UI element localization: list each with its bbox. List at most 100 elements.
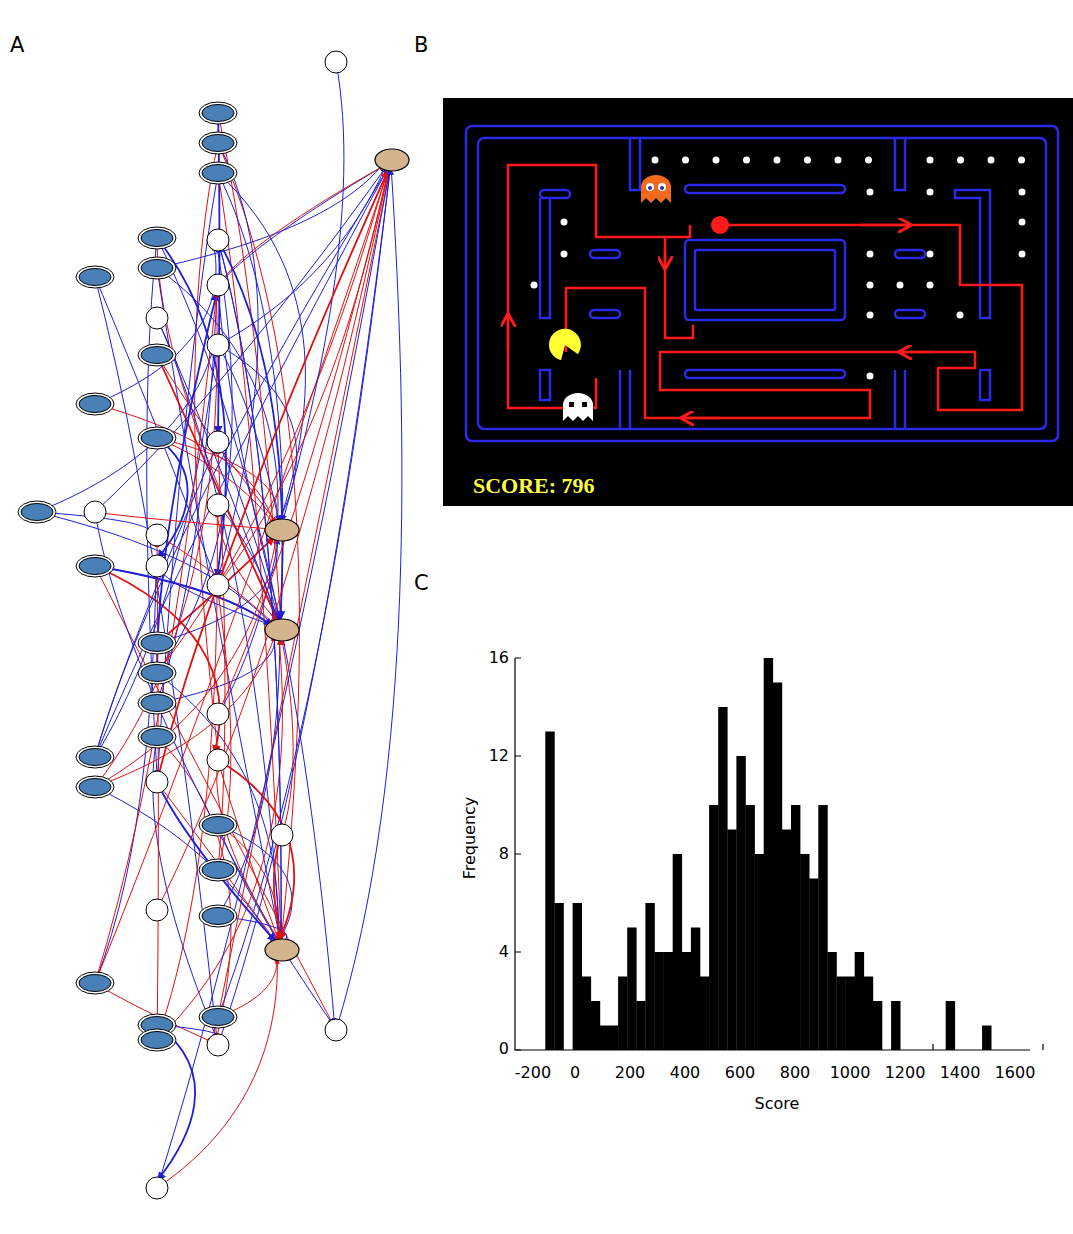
histogram-bar [600,1026,609,1051]
histogram-bar [545,732,554,1051]
graph-link [157,535,274,624]
graph-link [157,318,280,940]
axis-title: Frequency [462,797,478,880]
graph-link [157,566,273,625]
source-node [76,776,114,798]
graph-link [218,240,283,620]
histogram-bar [746,805,755,1050]
histogram-bar [800,854,809,1050]
histogram-bar [591,1001,600,1050]
histogram-bar [645,903,654,1050]
tick-label: 0 [570,1065,580,1081]
graph-link [95,566,333,1024]
histogram-bar [727,830,736,1051]
histogram-bar [773,683,782,1051]
graph-link [157,170,390,1188]
pellet [927,157,934,164]
pellet [988,157,995,164]
source-node [76,393,114,415]
hidden-node [207,703,229,725]
hidden-node [146,307,168,329]
histogram-bar [609,1026,618,1051]
histogram-bar [837,977,846,1051]
graph-link [157,782,276,942]
pellet [682,157,689,164]
graph-link [95,168,386,512]
graph-link [157,782,276,942]
pellet [561,219,568,226]
hidden-node [146,1177,168,1199]
tick-label: 1600 [995,1065,1036,1081]
hidden-node [325,1019,347,1041]
graph-link [95,512,278,941]
histogram-bar [855,952,864,1050]
histogram-bar [618,977,627,1051]
hidden-node [207,574,229,596]
tick-label: 1400 [940,1065,981,1081]
tick-label: 1000 [830,1065,871,1081]
pellet [867,189,874,196]
histogram-bar [891,1001,900,1050]
graph-link [218,167,385,345]
tick-label: 4 [499,944,509,960]
histogram-bar [554,903,563,1050]
source-node [138,726,176,748]
source-node [138,227,176,249]
histogram-bar [627,928,636,1051]
pellet [835,157,842,164]
graph-link [95,512,272,529]
hidden-node [146,555,168,577]
histogram-bar [764,658,773,1050]
graph-link [157,169,388,782]
pellet [774,157,781,164]
histogram-bar [691,928,700,1051]
hidden-node [207,334,229,356]
hidden-node [207,749,229,771]
histogram-bar [755,854,764,1050]
source-node [76,266,114,288]
graph-link [218,166,384,285]
target-node [265,939,299,961]
histogram-bar [818,805,827,1050]
graph-link [218,170,389,714]
axis-title: Score [755,1096,800,1112]
histogram-bar [709,805,718,1050]
source-node [138,344,176,366]
source-node [138,632,176,654]
tick-label: 8 [499,846,509,862]
pellet [713,157,720,164]
graph-link [218,170,390,1017]
pellet [531,282,538,289]
source-node [18,501,56,523]
hidden-node [207,1034,229,1056]
pellet [652,157,659,164]
hidden-node [207,229,229,251]
graph-link [157,640,282,1040]
graph-link [157,959,277,1188]
histogram-bar [864,977,873,1051]
graph-link [157,164,383,268]
histogram-bar [664,952,673,1050]
source-node [138,662,176,684]
hidden-node [207,274,229,296]
source-node [138,427,176,449]
tick-label: -200 [515,1065,551,1081]
pellet [927,251,934,258]
source-node [76,972,114,994]
graph-link [218,170,390,1017]
tick-label: 12 [489,748,509,764]
histogram-bar [673,854,682,1050]
score-text: SCORE: 796 [473,475,595,497]
tick-label: 200 [615,1065,646,1081]
source-node [138,692,176,714]
pellet [1019,219,1026,226]
graph-link [157,169,388,673]
histogram [515,658,1043,1050]
pellet [927,189,934,196]
source-node [76,746,114,768]
pellet [1019,189,1026,196]
pellet [1018,157,1025,164]
pellet [957,157,964,164]
hidden-node [146,771,168,793]
